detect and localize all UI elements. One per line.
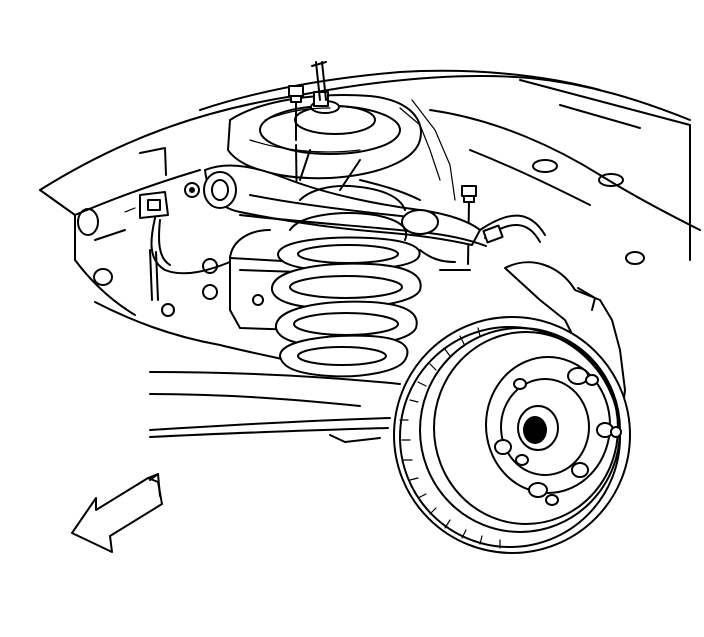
brake-line — [419, 214, 546, 271]
upper-control-arm — [203, 149, 487, 247]
wiring-harness — [124, 191, 231, 301]
front-direction-arrow-icon — [71, 473, 163, 553]
lower-left-bolts — [161, 182, 218, 317]
shock-mount — [227, 61, 456, 201]
mounting-bolts — [161, 85, 477, 317]
wheel-studs — [494, 367, 622, 506]
coil-spring — [270, 184, 422, 378]
wheel-hub — [485, 356, 622, 506]
frame-rail — [39, 69, 701, 443]
